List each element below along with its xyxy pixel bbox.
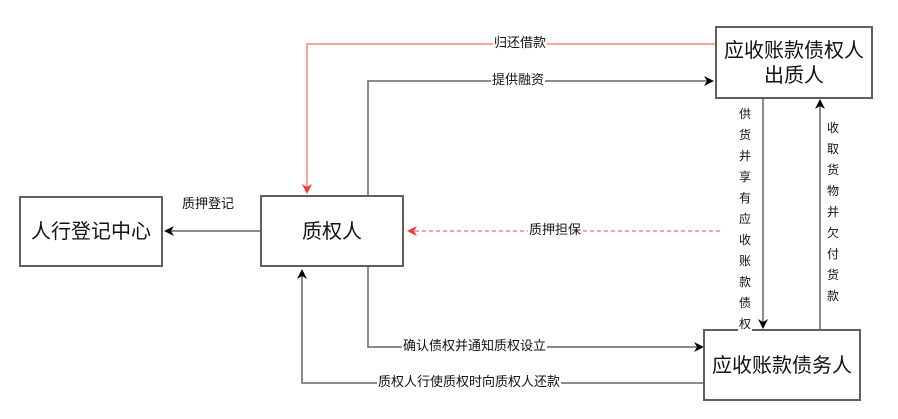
edge-repay-loan (302, 43, 716, 194)
node-debtor[interactable]: 应收账款债务人 (703, 329, 861, 401)
node-registry-center-label: 人行登记中心 (31, 219, 151, 243)
edge-label-pledge-guarantee: 质押担保 (528, 223, 583, 239)
node-pledgor[interactable]: 应收账款债权人 出质人 (715, 26, 873, 99)
edge-label-supply-goods: 供货并享有应收账款债权 (738, 104, 752, 335)
edge-label-provide-financing: 提供融资 (491, 73, 546, 89)
edge-label-pledge-registration: 质押登记 (182, 197, 235, 212)
edge-label-confirm-notify: 确认债权并通知质权设立 (402, 339, 548, 355)
edge-provide-financing (367, 76, 714, 195)
node-pledgee[interactable]: 质权人 (260, 195, 404, 267)
node-pledgee-label: 质权人 (302, 218, 362, 243)
edge-label-receive-goods: 收取货物并欠付货款 (826, 118, 840, 307)
edge-label-repay-pledgee: 质权人行使质权时向质权人还款 (377, 375, 562, 391)
edge-confirm-notify (367, 267, 704, 352)
edge-label-repay-loan: 归还借款 (493, 36, 548, 52)
edge-repay-pledgee (297, 269, 705, 384)
node-registry-center[interactable]: 人行登记中心 (19, 196, 163, 267)
node-pledgor-label-line2: 出质人 (764, 62, 824, 87)
node-pledgor-label-line1: 应收账款债权人 (724, 37, 864, 62)
node-debtor-label: 应收账款债务人 (712, 352, 852, 377)
